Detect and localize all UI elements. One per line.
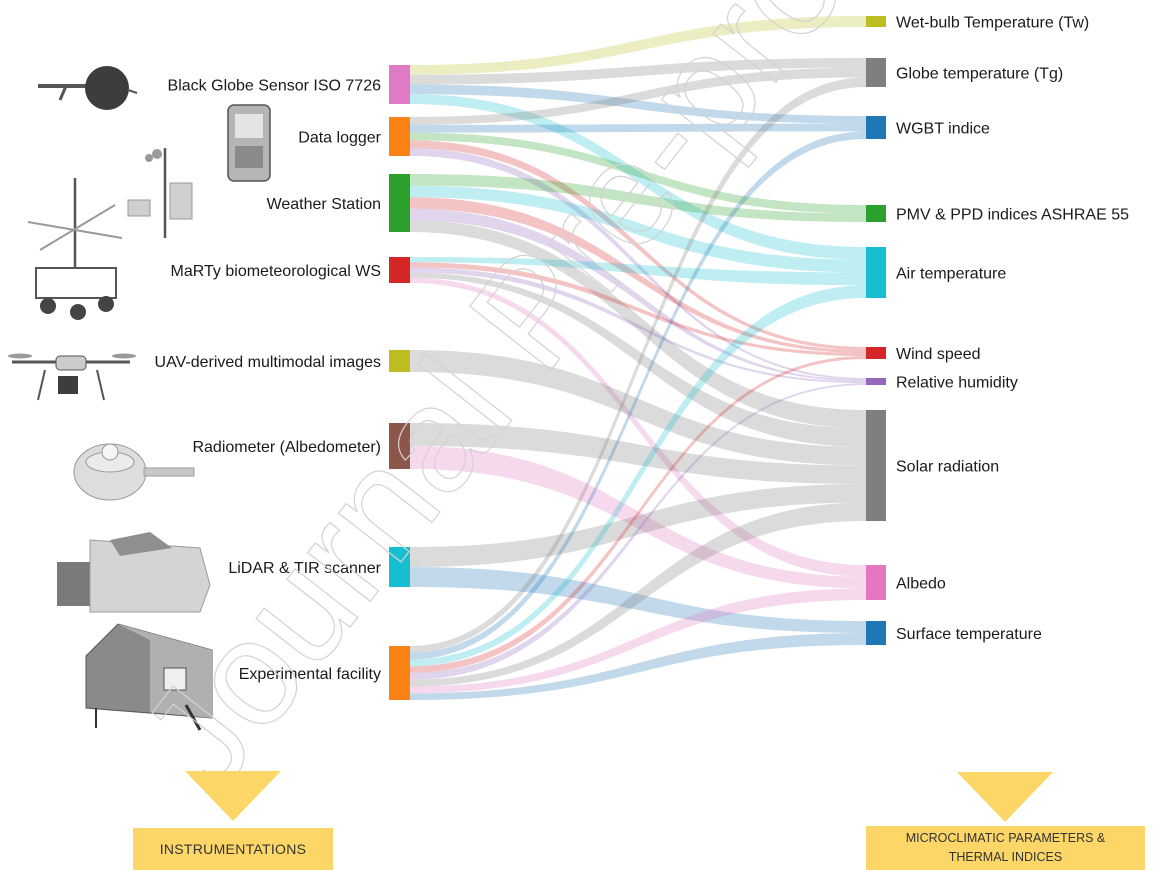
parameter-label: Solar radiation — [896, 459, 999, 476]
link-experimental-facility-to-air-temperature — [410, 285, 866, 667]
link-marty-biometeorological-ws-to-relative-humidity — [410, 267, 866, 384]
node-weather-station — [389, 174, 410, 232]
link-black-globe-sensor-iso-7726-to-wgbt-indice — [410, 84, 866, 124]
parameter-label: Wet-bulb Temperature (Tw) — [896, 15, 1089, 32]
instrument-label: Data logger — [298, 130, 381, 147]
link-experimental-facility-to-solar-radiation — [410, 502, 866, 687]
parameter-label: WGBT indice — [896, 121, 990, 138]
link-marty-biometeorological-ws-to-albedo — [410, 277, 866, 577]
mobile-cart-station-icon — [27, 178, 123, 320]
lidar-scanner-icon — [57, 532, 211, 613]
node-uav-derived-multimodal-images — [389, 350, 410, 372]
link-data-logger-to-pmv-ppd-indices-ashrae-55 — [410, 132, 866, 214]
parameter-label: Air temperature — [896, 266, 1006, 283]
link-black-globe-sensor-iso-7726-to-globe-temperature-tg — [410, 58, 866, 85]
node-lidar-tir-scanner — [389, 547, 410, 587]
link-experimental-facility-to-wind-speed — [410, 356, 866, 673]
parameters-label: MICROCLIMATIC PARAMETERS & THERMAL INDIC… — [866, 826, 1145, 870]
link-experimental-facility-to-wgbt-indice — [410, 131, 866, 660]
link-lidar-tir-scanner-to-surface-temperature — [410, 567, 866, 633]
parameter-label: Globe temperature (Tg) — [896, 66, 1063, 83]
link-weather-station-to-air-temperature — [410, 185, 866, 273]
instrument-icons — [8, 66, 271, 731]
globe-thermometer-icon — [38, 66, 138, 110]
radiometer-icon — [73, 443, 195, 501]
node-globe-temperature-tg — [866, 58, 886, 87]
link-radiometer-albedometer-to-solar-radiation — [410, 423, 866, 484]
link-experimental-facility-to-surface-temperature — [410, 633, 866, 700]
link-marty-biometeorological-ws-to-air-temperature — [410, 257, 866, 286]
node-relative-humidity — [866, 378, 886, 385]
instrument-label: UAV-derived multimodal images — [155, 354, 381, 371]
parameter-label: PMV & PPD indices ASHRAE 55 — [896, 207, 1129, 224]
node-air-temperature — [866, 247, 886, 298]
link-radiometer-albedometer-to-albedo — [410, 446, 866, 589]
data-logger-icon — [227, 104, 271, 182]
instrument-label: Experimental facility — [239, 666, 381, 683]
parameter-label: Relative humidity — [896, 375, 1018, 392]
parameter-label: Wind speed — [896, 346, 981, 363]
node-experimental-facility — [389, 646, 410, 700]
node-wet-bulb-temperature-tw — [866, 16, 886, 27]
node-marty-biometeorological-ws — [389, 257, 410, 283]
link-weather-station-to-wind-speed — [410, 197, 866, 353]
node-solar-radiation — [866, 410, 886, 521]
instrument-label: MaRTy biometeorological WS — [171, 263, 381, 280]
link-weather-station-to-pmv-ppd-indices-ashrae-55 — [410, 174, 866, 222]
link-black-globe-sensor-iso-7726-to-wet-bulb-temperature-tw — [410, 16, 866, 75]
sankey-links — [410, 16, 866, 700]
node-albedo — [866, 565, 886, 600]
link-marty-biometeorological-ws-to-solar-radiation — [410, 272, 866, 447]
link-black-globe-sensor-iso-7726-to-air-temperature — [410, 94, 866, 260]
link-uav-derived-multimodal-images-to-solar-radiation — [410, 350, 866, 466]
link-lidar-tir-scanner-to-solar-radiation — [410, 484, 866, 567]
node-pmv-ppd-indices-ashrae-55 — [866, 205, 886, 222]
test-cabin-icon — [85, 623, 213, 731]
link-weather-station-to-solar-radiation — [410, 220, 866, 429]
link-marty-biometeorological-ws-to-wind-speed — [410, 262, 866, 356]
parameter-label: Surface temperature — [896, 626, 1042, 643]
link-data-logger-to-wgbt-indice — [410, 123, 866, 133]
weather-station-icon — [127, 148, 193, 238]
link-experimental-facility-to-globe-temperature-tg — [410, 77, 866, 653]
instrument-label: Black Globe Sensor ISO 7726 — [168, 78, 382, 95]
node-surface-temperature — [866, 621, 886, 645]
link-weather-station-to-relative-humidity — [410, 208, 866, 382]
drone-icon — [8, 353, 136, 401]
node-radiometer-albedometer — [389, 423, 410, 469]
link-data-logger-to-globe-temperature-tg — [410, 67, 866, 125]
node-black-globe-sensor-iso-7726 — [389, 65, 410, 104]
link-data-logger-to-wind-speed — [410, 140, 866, 350]
instrument-label: LiDAR & TIR scanner — [228, 560, 381, 577]
instrument-label: Radiometer (Albedometer) — [192, 439, 381, 456]
instrument-label: Weather Station — [267, 196, 381, 213]
parameters-arrow — [957, 772, 1053, 822]
instrumentations-label: INSTRUMENTATIONS — [133, 828, 333, 870]
link-experimental-facility-to-relative-humidity — [410, 383, 866, 680]
node-wgbt-indice — [866, 116, 886, 139]
node-data-logger — [389, 117, 410, 156]
instrumentations-arrow — [185, 771, 281, 821]
link-data-logger-to-relative-humidity — [410, 148, 866, 380]
link-experimental-facility-to-albedo — [410, 588, 866, 694]
parameter-label: Albedo — [896, 576, 946, 593]
node-wind-speed — [866, 347, 886, 359]
